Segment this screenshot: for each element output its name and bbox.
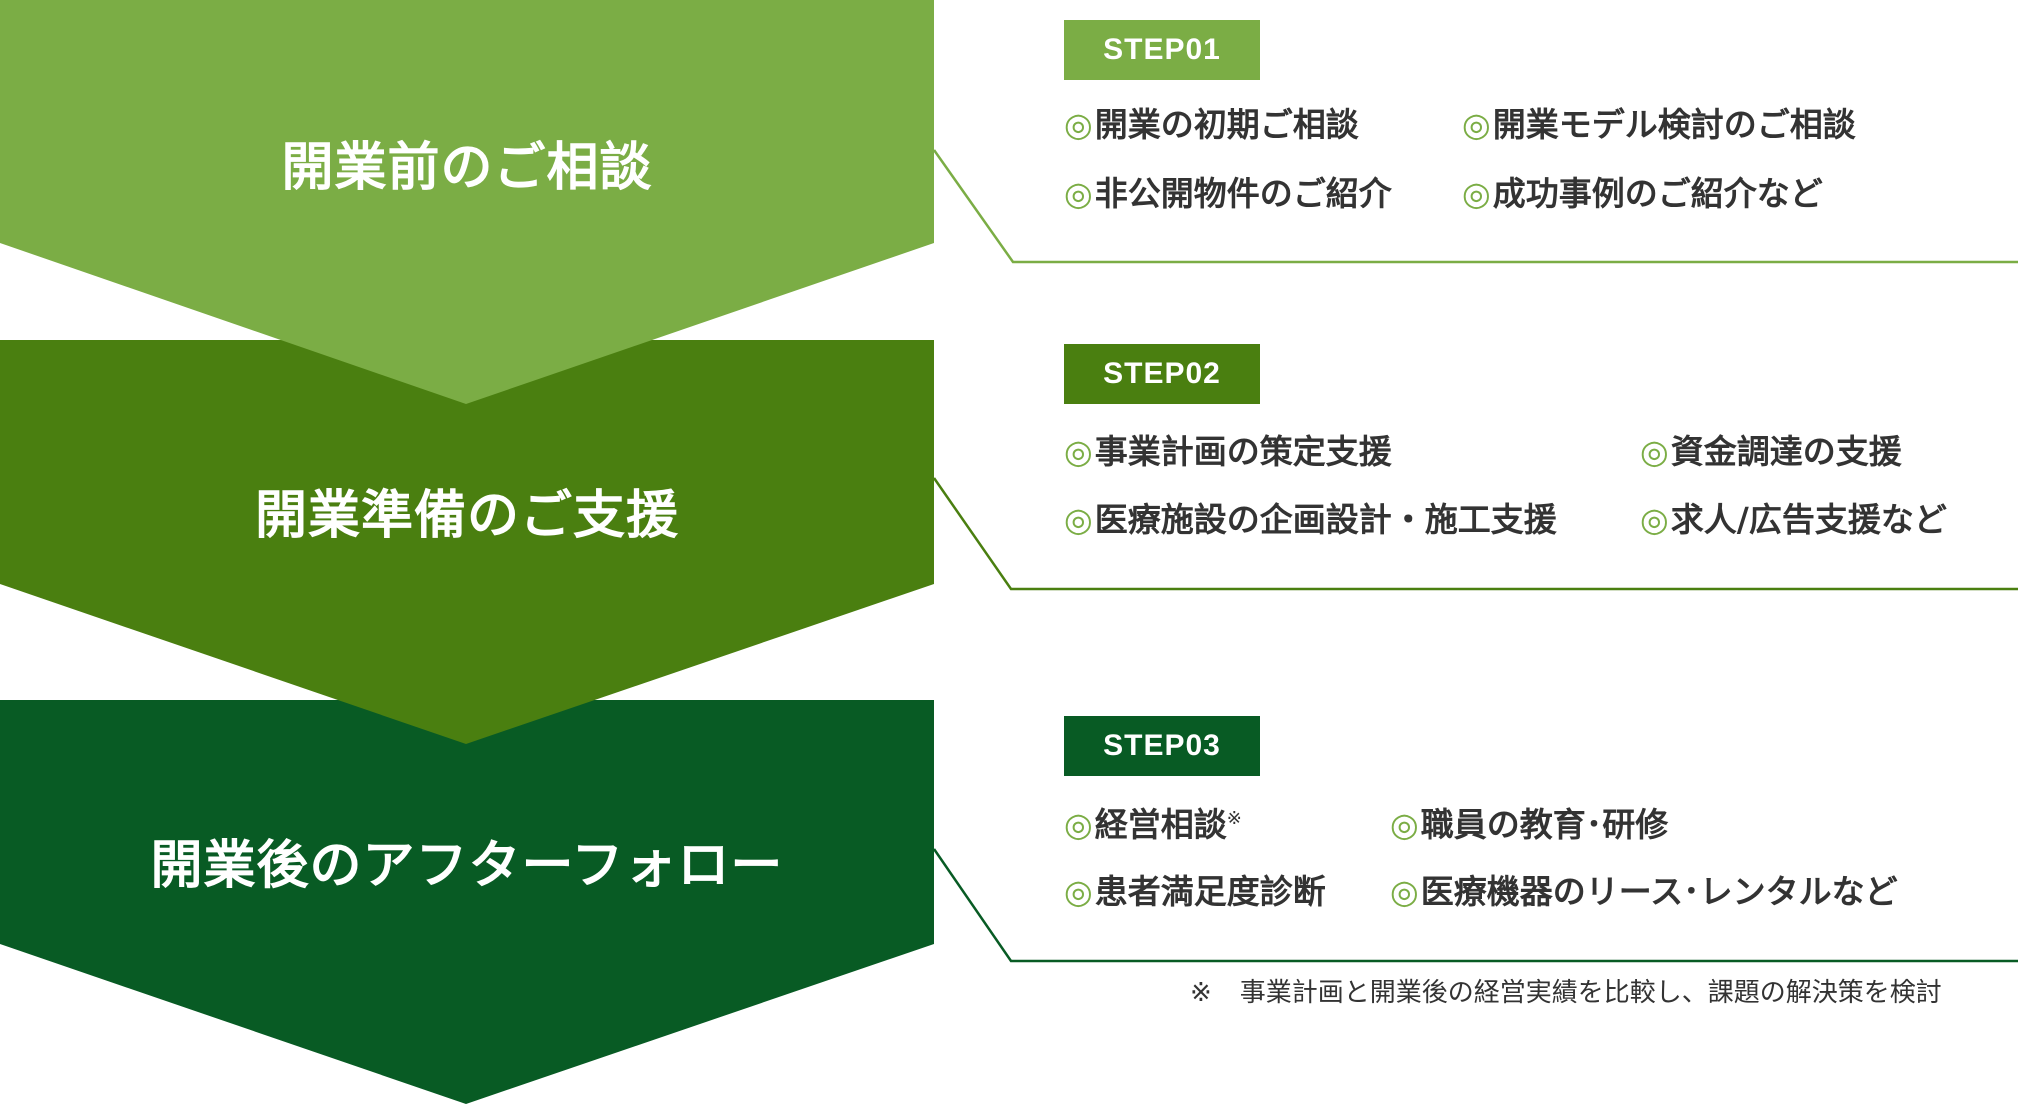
step-01-item: ◎開業の初期ご相談 <box>1064 105 1359 144</box>
double-circle-bullet-icon: ◎ <box>1462 174 1491 213</box>
step-02-item: ◎資金調達の支援 <box>1640 432 1902 471</box>
step-02-item: ◎事業計画の策定支援 <box>1064 432 1392 471</box>
footnote: ※ 事業計画と開業後の経営実績を比較し、課題の解決策を検討 <box>1190 974 1942 1012</box>
step-03-badge: STEP03 <box>1064 716 1260 776</box>
step-03-item: ◎職員の教育･研修 <box>1390 805 1669 844</box>
double-circle-bullet-icon: ◎ <box>1064 432 1093 471</box>
step-02-item: ◎医療施設の企画設計・施工支援 <box>1064 500 1557 539</box>
phase-3-chevron <box>0 700 934 1104</box>
double-circle-bullet-icon: ◎ <box>1640 500 1669 539</box>
step-01-item: ◎非公開物件のご紹介 <box>1064 174 1392 213</box>
phase-1-chevron <box>0 0 934 404</box>
step-01-item: ◎開業モデル検討のご相談 <box>1462 105 1856 144</box>
phase-2-connector-line <box>932 477 2018 591</box>
double-circle-bullet-icon: ◎ <box>1064 105 1093 144</box>
step-02-badge: STEP02 <box>1064 344 1260 404</box>
step-03-item: ◎医療機器のリース･レンタルなど <box>1390 872 1898 911</box>
double-circle-bullet-icon: ◎ <box>1064 872 1093 911</box>
double-circle-bullet-icon: ◎ <box>1064 174 1093 213</box>
footnote-mark: ※ <box>1190 978 1212 1008</box>
double-circle-bullet-icon: ◎ <box>1390 805 1419 844</box>
double-circle-bullet-icon: ◎ <box>1462 105 1491 144</box>
step-02-item: ◎求人/広告支援など <box>1640 500 1947 539</box>
phase-3-title: 開業後のアフターフォロー <box>150 836 784 896</box>
step-03-item: ◎経営相談※ <box>1064 805 1242 844</box>
phase-2-chevron <box>0 340 934 744</box>
footnote-text: 事業計画と開業後の経営実績を比較し、課題の解決策を検討 <box>1239 978 1942 1008</box>
phase-1-connector-line <box>932 149 2018 264</box>
phase-2-title: 開業準備のご支援 <box>254 486 679 546</box>
step-01-item: ◎成功事例のご紹介など <box>1462 174 1823 213</box>
phase-1-title: 開業前のご相談 <box>281 138 653 198</box>
double-circle-bullet-icon: ◎ <box>1640 432 1669 471</box>
double-circle-bullet-icon: ◎ <box>1064 500 1093 539</box>
step-01-badge: STEP01 <box>1064 20 1260 80</box>
footnote-reference-mark: ※ <box>1226 808 1242 829</box>
phase-3-connector-line <box>932 848 2018 963</box>
step-03-item: ◎患者満足度診断 <box>1064 872 1326 911</box>
double-circle-bullet-icon: ◎ <box>1390 872 1419 911</box>
double-circle-bullet-icon: ◎ <box>1064 805 1093 844</box>
